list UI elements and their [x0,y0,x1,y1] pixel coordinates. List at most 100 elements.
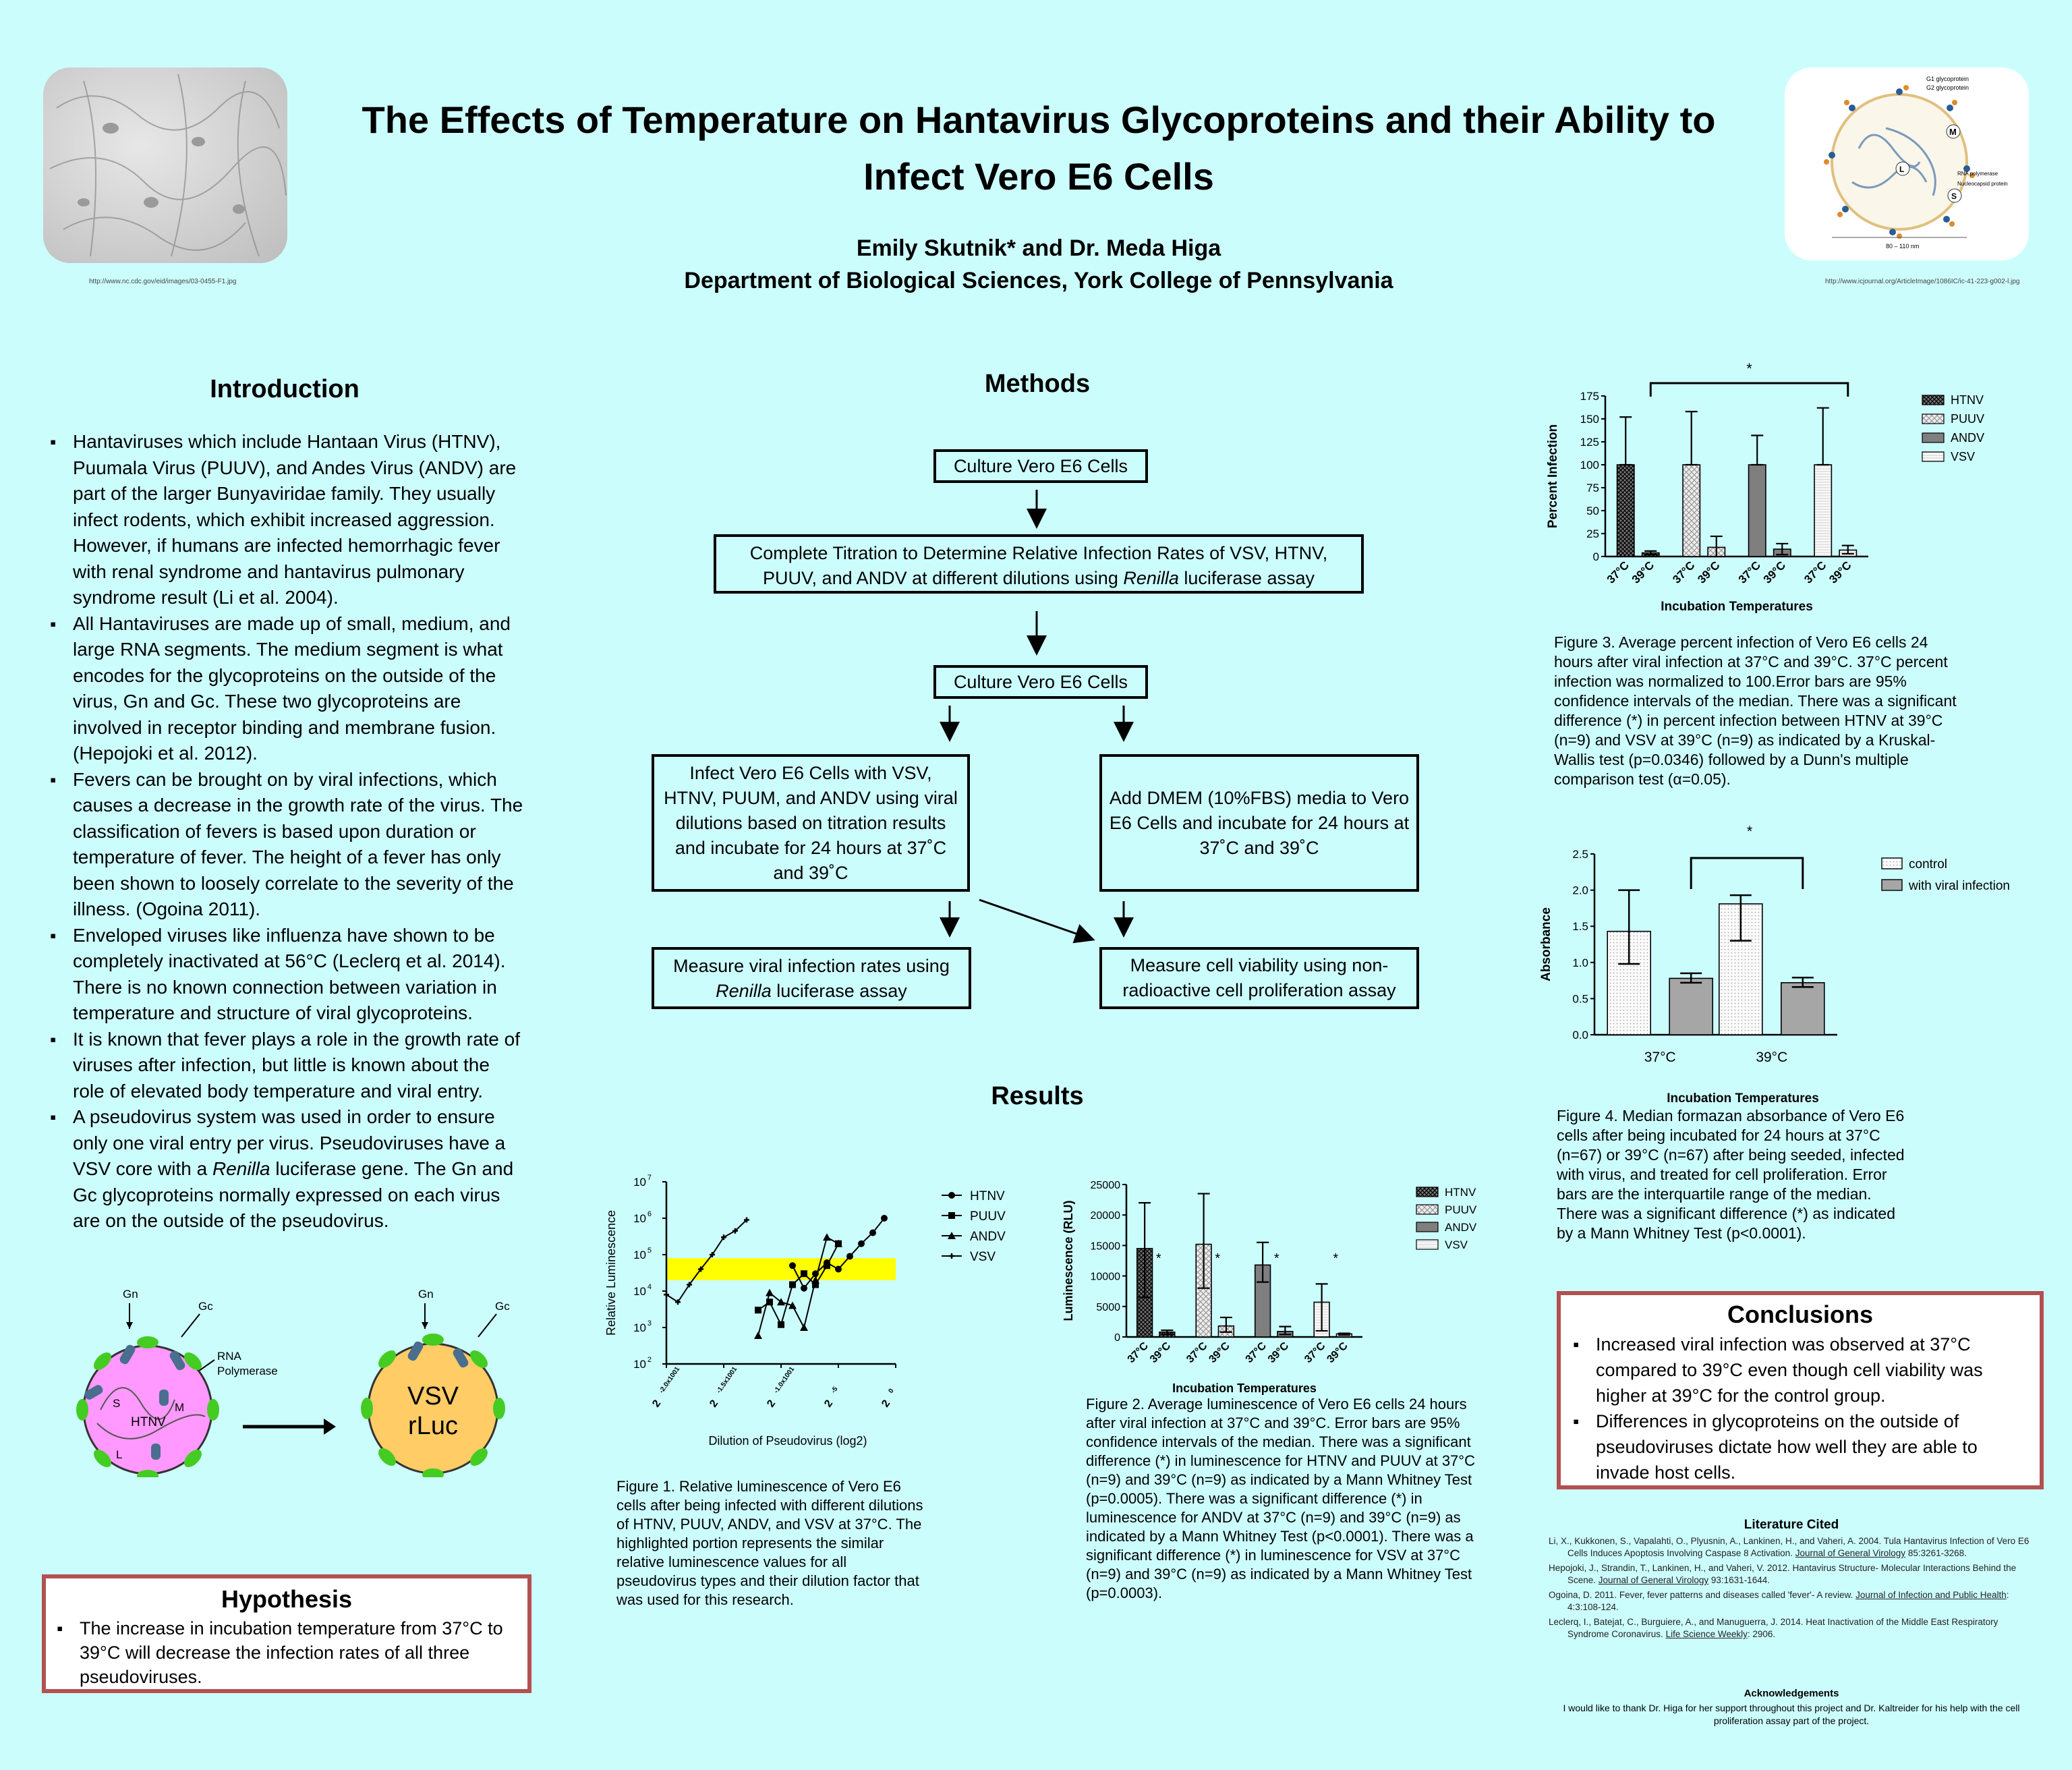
y-tick-exponent: 6 [648,1210,652,1218]
x-tick-label: 2 [708,1398,720,1409]
y-tick-label: 175 [1580,390,1599,403]
y-tick-label: 25 [1586,527,1599,540]
y-tick-label: 10 [633,1212,646,1225]
x-tick-label: 37°C [1244,1340,1269,1365]
series-line-vsv [666,1219,747,1303]
legend-label-andv: ANDV [1445,1221,1477,1234]
significance-star: * [1747,823,1753,840]
x-tick-label: 39°C [1756,1050,1787,1065]
point-andv [777,1298,785,1306]
affiliation: Department of Biological Sciences, York … [684,268,1393,293]
y-tick-exponent: 5 [648,1247,652,1255]
y-axis-title: Luminescence (RLU) [1062,1200,1075,1321]
diagram-gn-label-1: Gn [123,1288,138,1301]
significance-star: * [1746,360,1752,377]
y-tick-label: 10000 [1091,1272,1121,1283]
y-tick-exponent: 7 [648,1174,652,1182]
virion-rna-pol-label: RNA polymerase [1957,171,1998,177]
point-htnv [801,1284,807,1292]
point-htnv [789,1262,796,1269]
conclusion-2: Differences in glycoproteins on the outs… [1570,1408,2033,1485]
reference-3-journal: Journal of Infection and Public Health [1855,1590,2007,1600]
reference-4-pages: : 2906. [1747,1629,1776,1639]
introduction-list: Hantaviruses which include Hantaan Virus… [47,429,526,1234]
bar-with-viral-infection-37c [1669,977,1713,1035]
reference-4-journal: Life Science Weekly [1665,1629,1748,1639]
x-tick-label: 37°C [1644,1050,1676,1065]
diagram-s-label: S [113,1397,120,1410]
point-puuv [801,1270,807,1278]
diagram-gn-label-2: Gn [418,1288,434,1301]
acknowledgements: Acknowledgements I would like to thank D… [1549,1688,2034,1728]
acknowledgements-heading: Acknowledgements [1744,1688,1839,1699]
authors-block: Emily Skutnik* and Dr. Meda Higa Departm… [472,232,1605,297]
intro-bullet-4: Enveloped viruses like influenza have sh… [47,923,526,1027]
y-axis-title: Percent Infection [1546,424,1560,528]
method-step-infect: Infect Vero E6 Cells with VSV, HTNV, PUU… [652,754,970,892]
point-htnv [869,1229,876,1236]
poster-title: The Effects of Temperature on Hantavirus… [297,92,1781,205]
x-tick-label: 39°C [1761,559,1788,586]
point-puuv [766,1298,773,1306]
y-tick-label: 10 [633,1321,646,1334]
x-tick-label: 39°C [1266,1340,1292,1365]
right-image-credit: http://www.icjournal.org/ArticleImage/10… [1825,278,2020,285]
reference-2-pages: 93:1631-1644. [1708,1575,1770,1585]
introduction-heading: Introduction [210,375,359,403]
x-tick-label: 39°C [1630,559,1657,586]
point-andv [800,1323,808,1331]
reference-1: Li, X., Kukkonen, S., Vapalahti, O., Ply… [1549,1535,2034,1560]
authors: Emily Skutnik* and Dr. Meda Higa [856,235,1221,261]
point-puuv [755,1307,761,1314]
legend-swatch-andv [1416,1222,1439,1232]
reference-3-text: Ogoina, D. 2011. Fever, fever patterns a… [1549,1590,1856,1600]
legend-swatch-with-viral-infection [1881,879,1903,891]
legend-swatch-htnv [1922,395,1945,405]
method-step-measure-viability: Measure cell viability using non-radioac… [1099,947,1419,1009]
conclusions-list: Increased viral infection was observed a… [1570,1332,2033,1485]
methods-heading: Methods [984,370,1091,398]
x-tick-label: 2 [822,1398,835,1409]
legend-marker-andv [948,1232,956,1239]
bar-with-viral-infection-39c [1780,982,1825,1035]
series-line-puuv [757,1243,839,1327]
reference-1-journal: Journal of General Virology [1795,1548,1906,1558]
method-step-titration-b: luciferase assay [1178,568,1315,588]
point-vsv [687,1282,692,1288]
significance-bracket [1649,382,1849,397]
point-andv [834,1239,842,1247]
diagram-rluc-label: rLuc [408,1412,458,1440]
x-tick-exponent: -2.0x1001 [658,1365,681,1395]
methods-arrows [940,490,1134,944]
y-tick-label: 10 [633,1176,646,1189]
intro-bullet-6-a: A pseudovirus system was used in order t… [73,1106,506,1179]
diagram-rna-pol-label-1: RNA [217,1350,242,1363]
y-tick-label: 75 [1586,482,1599,494]
legend-label-control: control [1909,857,1947,872]
point-puuv [778,1321,784,1328]
figure-2-caption: Figure 2. Average luminescence of Vero E… [1086,1396,1475,1601]
legend-label-with-viral-infection: with viral infection [1908,879,2010,893]
literature-heading: Literature Cited [1744,1518,1839,1532]
point-vsv [675,1299,681,1305]
intro-bullet-6-b: luciferase gene. The Gn and Gc glycoprot… [73,1158,514,1231]
diagram-l-label: L [116,1448,122,1461]
x-tick-exponent: -5 [830,1386,839,1395]
method-step-culture-2: Culture Vero E6 Cells [933,665,1148,699]
significance-star: * [1333,1251,1338,1266]
point-vsv [698,1266,703,1272]
y-tick-label: 2.5 [1572,848,1588,861]
method-step-measure-infection: Measure viral infection rates using Reni… [652,947,971,1009]
literature-cited: Literature Cited Li, X., Kukkonen, S., V… [1549,1518,2034,1640]
figure-1-caption: Figure 1. Relative luminescence of Vero … [616,1478,923,1608]
y-tick-label: 10 [633,1249,646,1261]
significance-star: * [1156,1251,1161,1266]
x-tick-label: 2 [765,1398,778,1409]
hypothesis-text: The increase in incubation temperature f… [54,1616,521,1689]
y-tick-label: 10 [633,1358,646,1371]
cell-micrograph-image [43,67,287,263]
reference-2: Hepojoki, J., Strandin, T., Lankinen, H.… [1549,1562,2034,1587]
x-tick-label: 37°C [1302,1340,1328,1365]
y-tick-label: 0.0 [1572,1029,1588,1041]
title-line-1: The Effects of Temperature on Hantavirus… [362,98,1716,141]
